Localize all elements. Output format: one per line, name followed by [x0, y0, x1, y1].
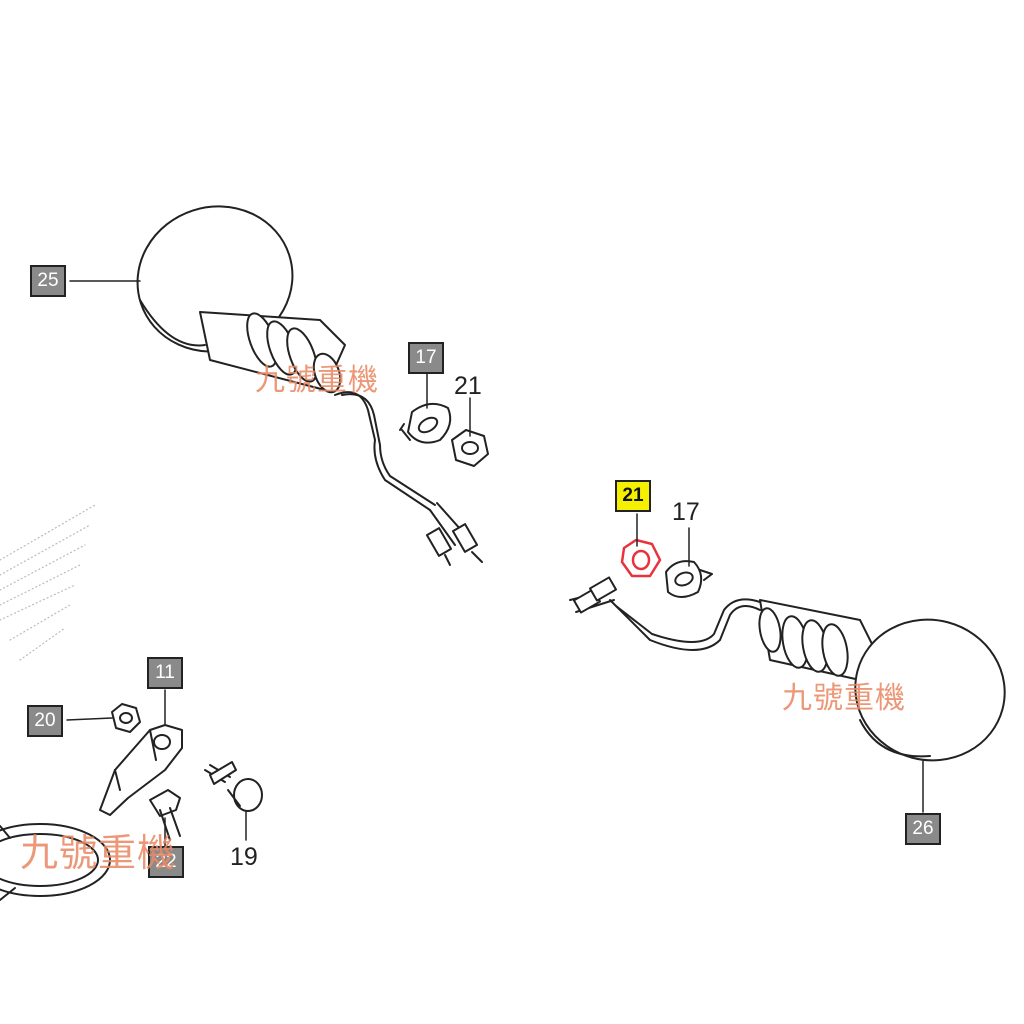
- callout-11: 11: [147, 657, 183, 689]
- nut-20: [111, 703, 141, 733]
- callout-19: 19: [230, 843, 258, 871]
- bolt-19: [204, 761, 263, 812]
- nut-21-upper: [451, 429, 489, 467]
- washer-17-lower: [665, 560, 713, 598]
- callout-25: 25: [30, 265, 66, 297]
- watermark-lower-left: 九號重機: [20, 831, 177, 875]
- bolt-22: [149, 789, 181, 841]
- turn-signal-left: [136, 205, 483, 566]
- watermark-right: 九號重機: [782, 681, 906, 716]
- callout-17-upper: 17: [408, 342, 444, 374]
- callout-17-lower: 17: [672, 498, 700, 526]
- callout-20: 20: [27, 705, 63, 737]
- bracket-11: [99, 724, 183, 816]
- callout-26: 26: [905, 813, 941, 845]
- leader-lines: [66, 280, 924, 847]
- shading-dots: [0, 504, 96, 661]
- turn-signal-right: [569, 576, 1006, 762]
- partial-headlight: [0, 823, 111, 901]
- callout-21-highlighted: 21: [615, 480, 651, 512]
- callout-22: 22: [148, 846, 184, 878]
- watermark-upper: 九號重機: [255, 363, 379, 398]
- callout-21-upper: 21: [454, 372, 482, 400]
- washer-17-upper: [399, 402, 452, 444]
- nut-21-highlighted: [620, 538, 662, 578]
